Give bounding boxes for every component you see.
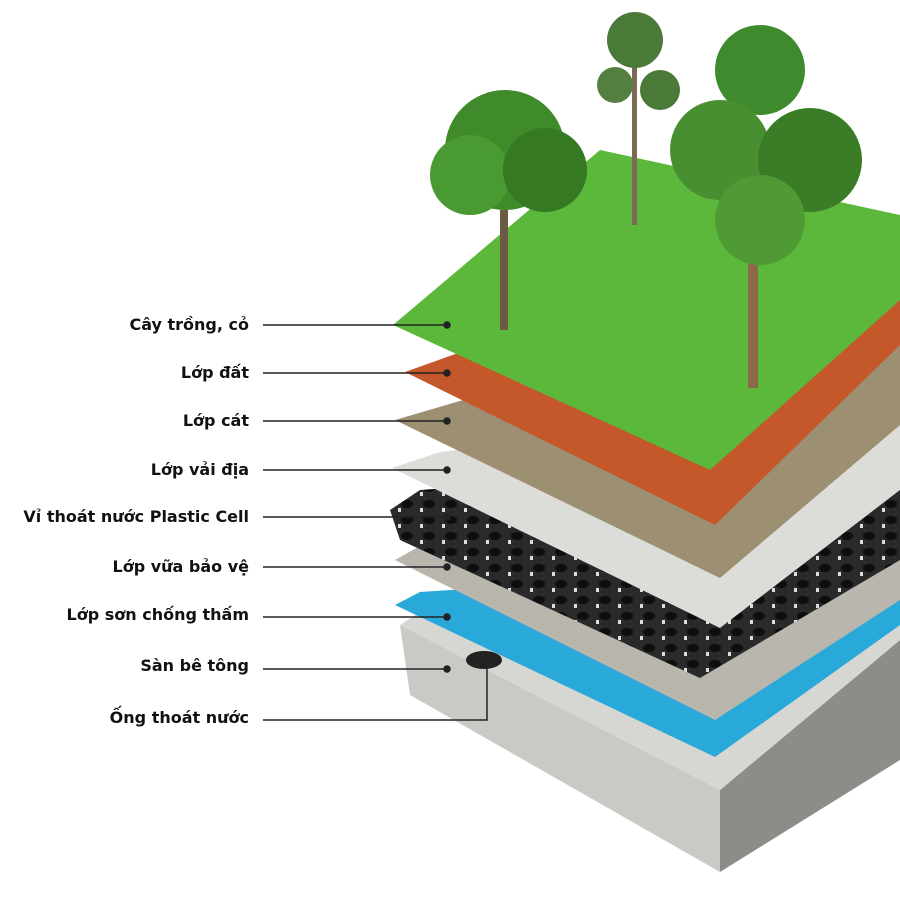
label-sand: Lớp cát xyxy=(182,411,249,430)
tree-icon xyxy=(670,25,862,388)
tree-icon xyxy=(430,90,587,330)
label-waterproofing: Lớp sơn chống thấm xyxy=(66,605,249,624)
label-mortar: Lớp vữa bảo vệ xyxy=(112,557,250,576)
label-concrete: Sàn bê tông xyxy=(140,656,249,675)
label-plants: Cây trồng, cỏ xyxy=(129,315,249,334)
label-drain-pipe: Ống thoát nước xyxy=(109,708,249,727)
label-drainage-cell: Vỉ thoát nước Plastic Cell xyxy=(23,507,249,526)
label-geotextile: Lớp vải địa xyxy=(150,460,249,479)
label-soil: Lớp đất xyxy=(180,363,249,382)
tree-icon xyxy=(597,12,680,225)
drain-pipe-opening xyxy=(466,651,502,669)
leader-lines xyxy=(263,321,491,721)
